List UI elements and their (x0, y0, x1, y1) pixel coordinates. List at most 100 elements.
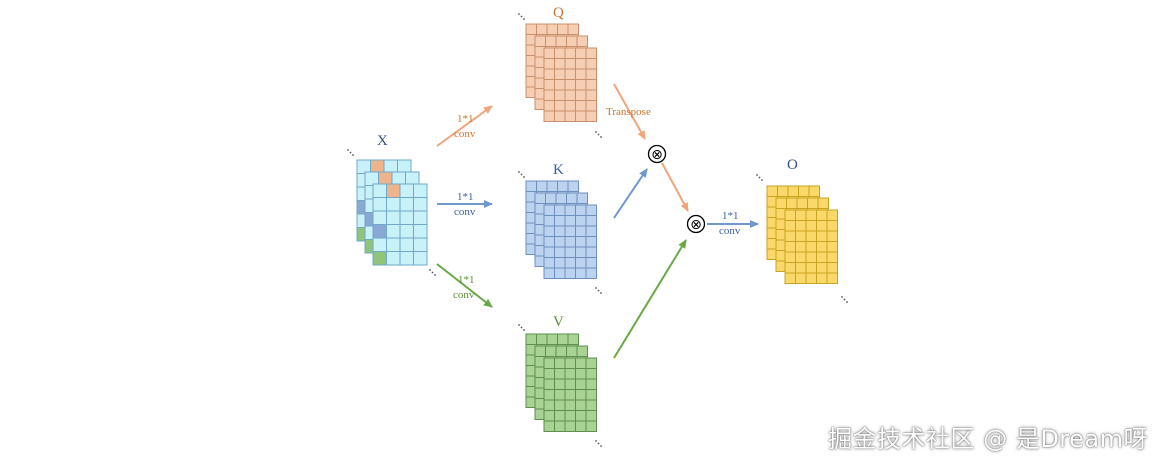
conv-k-line2: conv (454, 206, 476, 218)
grid-cell (798, 185, 810, 197)
grid-cell (554, 110, 566, 122)
grid-cell (795, 220, 807, 232)
grid-cell (817, 197, 829, 209)
grid-cell (557, 333, 569, 345)
grid-cell (795, 262, 807, 274)
tensor-k-grid (525, 180, 597, 279)
grid-cell (787, 185, 799, 197)
grid-cell (564, 58, 576, 70)
grid-cell (372, 210, 387, 225)
grid-cell (575, 47, 587, 59)
grid-cell (543, 79, 555, 91)
grid-cell (555, 35, 567, 47)
grid-cell (575, 389, 587, 401)
grid-cell (543, 225, 555, 237)
grid-cell (372, 197, 387, 212)
stack-ellipsis-dots (347, 13, 848, 447)
grid-cell (564, 47, 576, 59)
tensor-o-grid (766, 185, 838, 284)
grid-cell (564, 110, 576, 122)
grid-cell (554, 399, 566, 411)
grid-cell (386, 210, 401, 225)
transpose-label: Transpose (606, 106, 651, 118)
grid-cell (585, 246, 597, 258)
grid-cell (413, 237, 428, 252)
grid-cell (796, 197, 808, 209)
ellipsis-dot (523, 18, 525, 20)
grid-cell (786, 197, 798, 209)
grid-cell (546, 23, 558, 35)
ellipsis-dot (595, 287, 597, 289)
grid-cell (564, 368, 576, 380)
grid-cell (805, 272, 817, 284)
grid-cell (543, 368, 555, 380)
conv-v-line2: conv (453, 289, 475, 301)
grid-cell (575, 399, 587, 411)
grid-cell (536, 180, 548, 192)
grid-cell (567, 180, 579, 192)
ellipsis-dot (597, 442, 600, 445)
ellipsis-dot (841, 296, 843, 298)
ellipsis-dot (600, 292, 602, 294)
grid-cell (567, 333, 579, 345)
grid-cell (543, 378, 555, 390)
grid-cell (543, 58, 555, 70)
grid-cell (564, 389, 576, 401)
arrow-x-to-q (436, 105, 493, 147)
grid-cell (567, 23, 579, 35)
grid-cell (543, 389, 555, 401)
grid-cell (564, 357, 576, 369)
ellipsis-dot (434, 274, 436, 276)
grid-cell (575, 204, 587, 216)
grid-cell (564, 236, 576, 248)
grid-cell (585, 399, 597, 411)
grid-cell (383, 159, 398, 174)
grid-cell (554, 357, 566, 369)
grid-cell (575, 215, 587, 227)
grid-cell (378, 171, 393, 186)
grid-cell (534, 35, 546, 47)
grid-cell (555, 192, 567, 204)
grid-cell (399, 210, 414, 225)
grid-cell (525, 23, 537, 35)
ellipsis-dot (595, 131, 597, 133)
conv-o-line2: conv (719, 225, 741, 237)
grid-cell (576, 192, 588, 204)
ellipsis-dot (518, 13, 520, 15)
grid-cell (557, 23, 569, 35)
grid-cell (784, 241, 796, 253)
grid-cell (554, 79, 566, 91)
ellipsis-dot (758, 176, 761, 179)
grid-cell (585, 79, 597, 91)
grid-cell (564, 225, 576, 237)
grid-cell (564, 68, 576, 80)
grid-cell (575, 89, 587, 101)
grid-cell (545, 35, 557, 47)
grid-cell (543, 246, 555, 258)
ellipsis-dot (520, 326, 523, 329)
grid-cell (534, 345, 546, 357)
arrow-q-to-mult1 (613, 83, 646, 140)
grid-cell (777, 185, 789, 197)
grid-cell (386, 197, 401, 212)
conv-q-line2: conv (454, 128, 476, 140)
grid-cell (585, 267, 597, 279)
grid-cell (545, 192, 557, 204)
grid-cell (805, 230, 817, 242)
grid-cell (575, 420, 587, 432)
multiply-node-1: ⊗ (647, 144, 667, 164)
grid-cell (554, 89, 566, 101)
multiply-node-2: ⊗ (686, 214, 706, 234)
grid-cell (585, 89, 597, 101)
grid-cell (557, 180, 569, 192)
grid-cell (585, 257, 597, 269)
grid-cell (554, 257, 566, 269)
tensor-o-label: O (787, 157, 798, 173)
grid-cell (543, 100, 555, 112)
grid-cell (554, 410, 566, 422)
grid-cell (543, 399, 555, 411)
tensor-k-label: K (553, 162, 564, 178)
grid-cell (576, 345, 588, 357)
grid-cell (554, 246, 566, 258)
grid-cell (554, 47, 566, 59)
